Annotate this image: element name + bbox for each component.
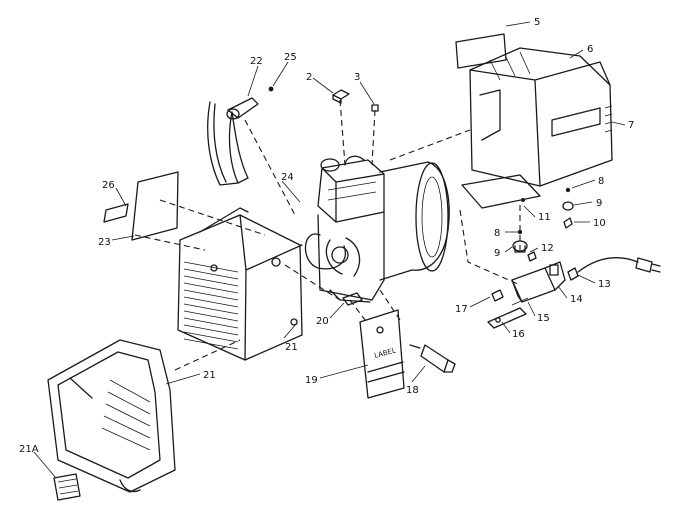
fastener-parts	[268, 86, 379, 112]
rear-shroud-part	[47, 339, 176, 493]
callout-8-lower: 8	[494, 228, 500, 239]
callout-5: 5	[534, 17, 540, 28]
leader-lines	[33, 21, 626, 479]
callout-26: 24	[281, 172, 294, 183]
callout-23: 23	[98, 237, 111, 248]
callout-21-rear: 21	[203, 370, 216, 381]
grille-slat	[183, 261, 239, 273]
side-plate-part	[103, 171, 179, 241]
callout-10: 10	[593, 218, 606, 229]
grille-slat	[183, 296, 239, 308]
callout-16: 16	[512, 329, 525, 340]
grille-slat	[183, 282, 239, 294]
grille-slat	[183, 289, 239, 301]
callout-6: 6	[587, 44, 593, 55]
hardware-stack	[512, 187, 574, 262]
motor-assembly-part	[304, 155, 450, 303]
callout-22: 22	[250, 56, 263, 67]
callout-7: 7	[628, 120, 634, 131]
grille-slat	[183, 268, 239, 280]
label-plate-part: LABEL	[359, 309, 405, 399]
callout-labels: 22 25 2 3 5 6 7 8 9 10 11 8 9 12 13 14 1…	[19, 17, 634, 455]
rear-cover-part	[461, 47, 613, 209]
grille-slat	[183, 331, 239, 343]
handle-part	[207, 97, 259, 186]
callout-14: 14	[570, 294, 583, 305]
callout-9-lower: 9	[494, 248, 500, 259]
grille-slat	[183, 324, 239, 336]
callout-12: 12	[541, 243, 554, 254]
bracket-part	[487, 289, 529, 329]
callout-8-top: 8	[598, 176, 604, 187]
grille-slat	[183, 303, 239, 315]
grille-slat	[183, 317, 239, 329]
callout-11: 11	[538, 212, 551, 223]
callout-3: 3	[354, 72, 360, 83]
connector-part	[409, 344, 456, 373]
front-shroud-part	[177, 207, 303, 361]
assembly-guide-lines	[134, 99, 521, 371]
top-label-part	[455, 33, 507, 69]
callout-20: 20	[316, 316, 329, 327]
grille-slat	[183, 275, 239, 287]
small-block-part	[53, 473, 81, 501]
callout-13: 13	[598, 279, 611, 290]
callout-18: 18	[406, 385, 419, 396]
grille-slat	[183, 310, 239, 322]
callout-2: 2	[306, 72, 312, 83]
plate-label-text: LABEL	[373, 346, 396, 359]
shroud-grille	[183, 261, 239, 350]
callout-21-middle: 21	[285, 342, 298, 353]
callout-19: 19	[305, 375, 318, 386]
grille-slat	[183, 338, 239, 350]
callout-24: 26	[102, 180, 115, 191]
callout-17: 17	[455, 304, 468, 315]
callout-25: 25	[284, 52, 297, 63]
clip-part	[342, 292, 363, 306]
switch-and-cord-part	[511, 257, 661, 303]
callout-15: 15	[537, 313, 550, 324]
callout-9-top: 9	[596, 198, 602, 209]
callout-21a: 21A	[19, 444, 39, 455]
